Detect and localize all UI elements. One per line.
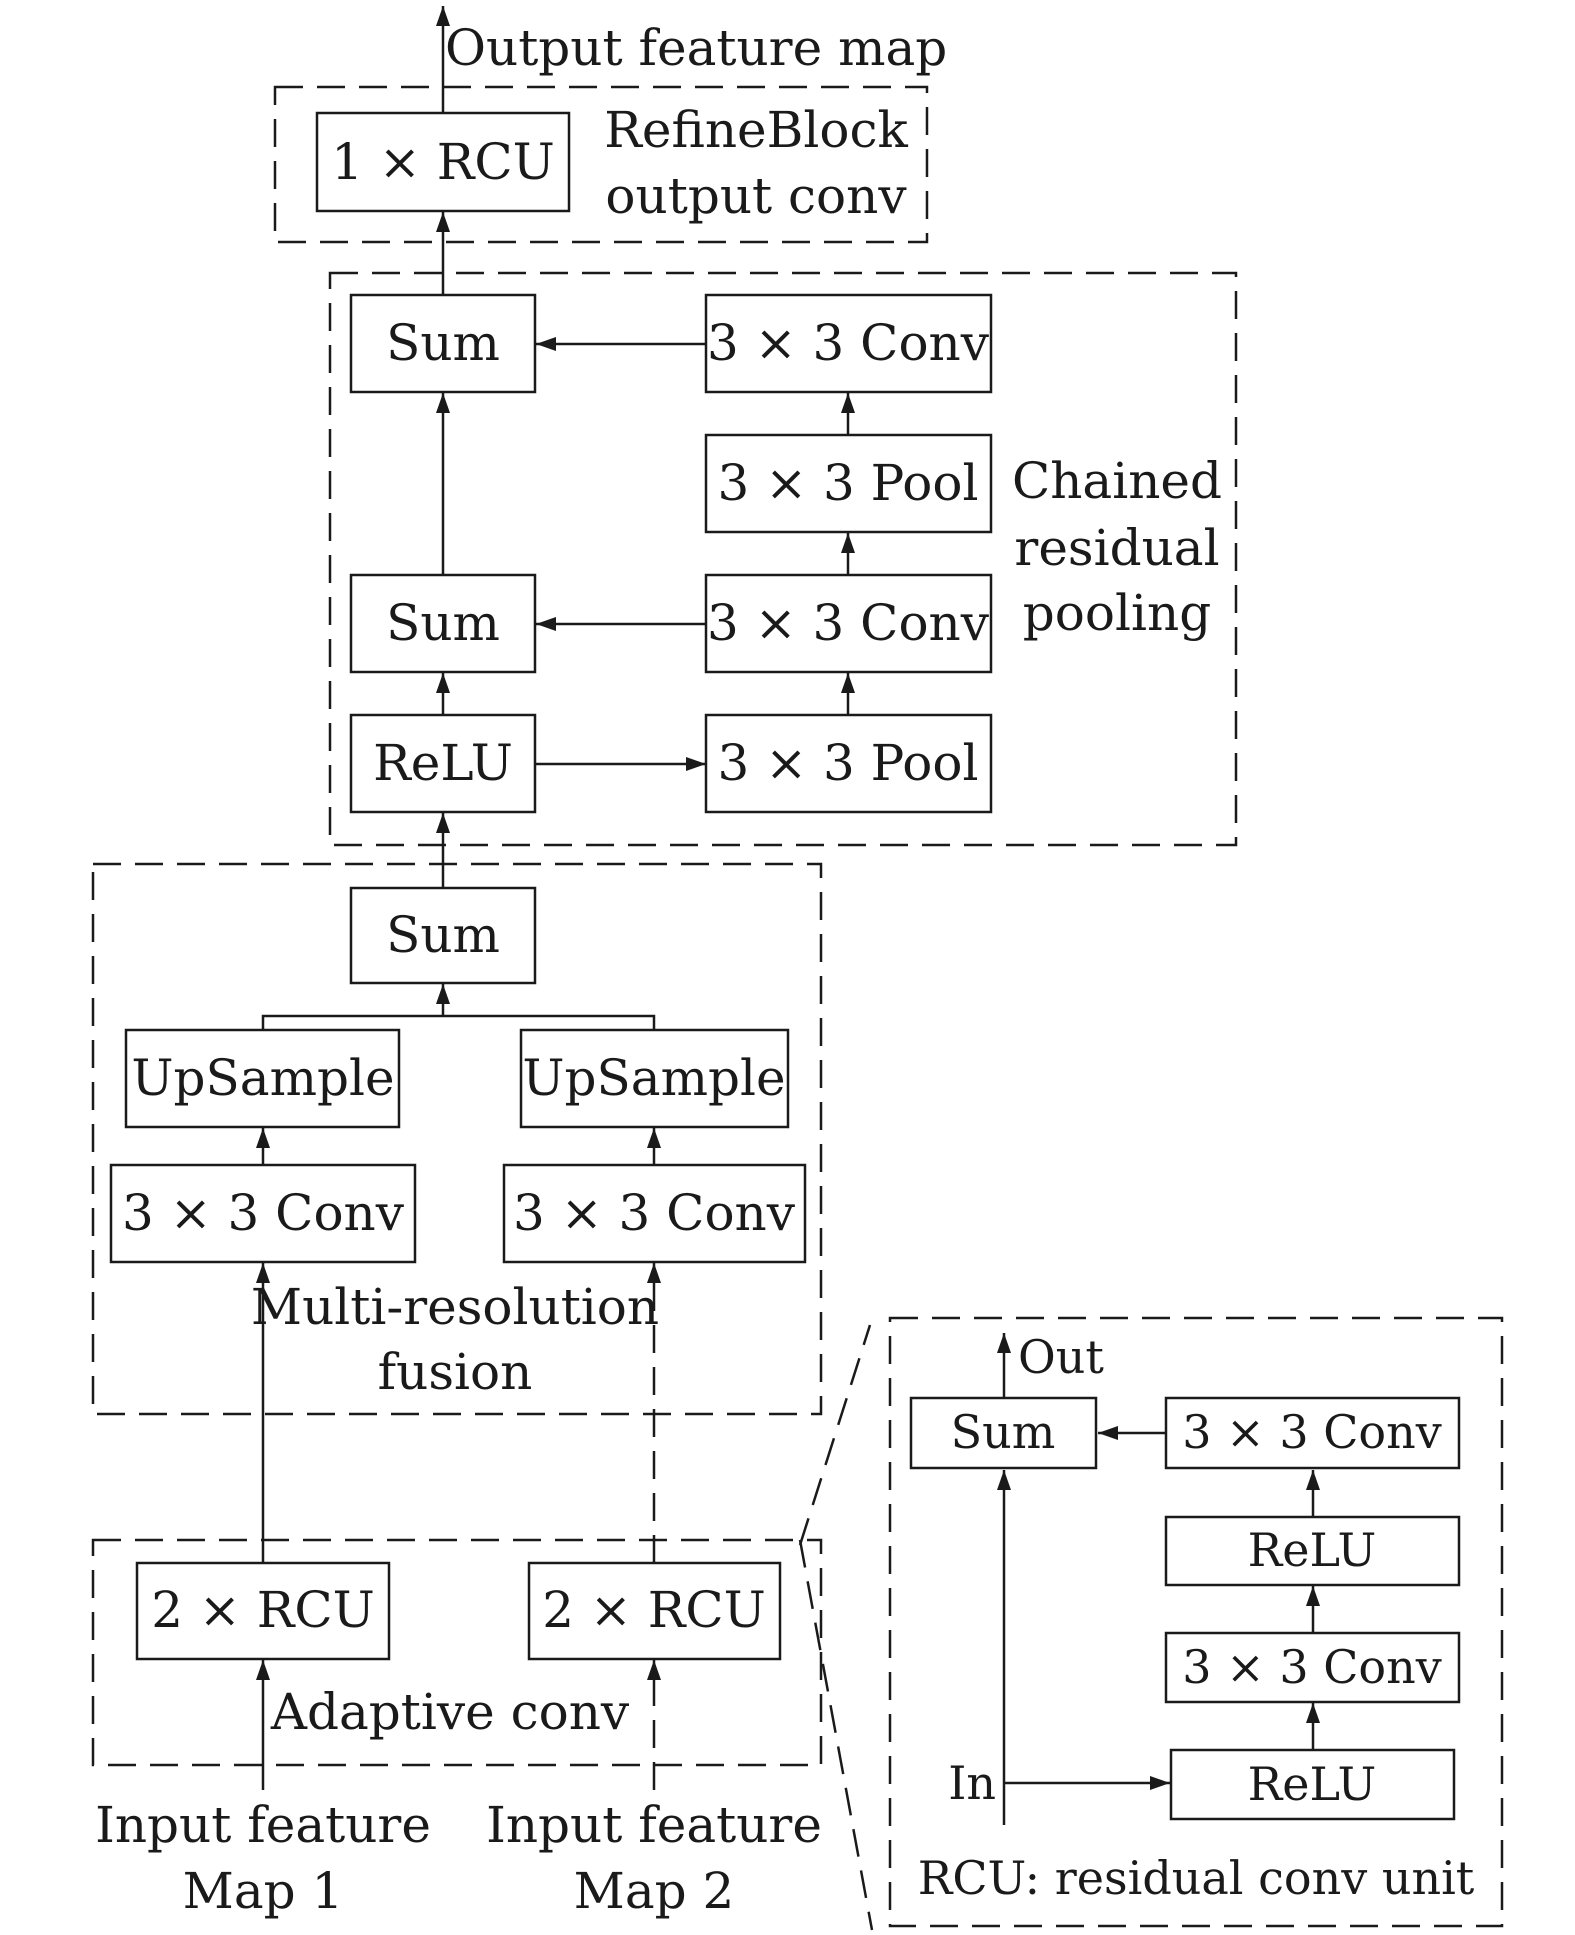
rcu-conv-bottom-box: 3 × 3 Conv [1164,1631,1461,1704]
refine-output-caption-2: output conv [605,167,907,225]
output-feature-map-label: Output feature map [445,19,947,77]
adaptive-rcu-left-box: 2 × RCU [135,1561,391,1661]
fusion-caption-1: Multi-resolution [251,1278,659,1336]
chained-pool-upper-label: 3 × 3 Pool [717,454,978,512]
rcu-out-label: Out [1018,1330,1104,1384]
chained-relu-box: ReLU [349,713,537,814]
connector-upsample-right [443,1014,656,1030]
zoom-line-bottom [798,1539,874,1931]
chained-sum-mid-box: Sum [349,573,537,674]
fusion-conv-right-label: 3 × 3 Conv [513,1184,796,1242]
fusion-upsample-left-label: UpSample [131,1049,394,1107]
fusion-upsample-right-box: UpSample [519,1028,790,1129]
zoom-line-top [798,1324,872,1546]
fusion-conv-left-box: 3 × 3 Conv [109,1163,417,1264]
input-map1-line2: Map 1 [183,1862,344,1920]
rcu-conv-top-label: 3 × 3 Conv [1182,1405,1441,1459]
adaptive-rcu-right-box: 2 × RCU [527,1561,782,1661]
chained-pool-lower-box: 3 × 3 Pool [704,713,993,814]
refine-output-rcu-box: 1 × RCU [315,111,571,213]
chained-caption-2: residual [1014,519,1219,577]
rcu-relu-bottom-label: ReLU [1248,1757,1377,1811]
chained-sum-top-label: Sum [386,314,500,372]
rcu-relu-bottom-box: ReLU [1169,1748,1456,1821]
input-map2-line1: Input feature [486,1796,822,1854]
fusion-sum-box: Sum [349,886,537,985]
chained-pool-lower-label: 3 × 3 Pool [717,734,978,792]
chained-sum-top-box: Sum [349,293,537,394]
fusion-upsample-left-box: UpSample [124,1028,401,1129]
rcu-conv-bottom-label: 3 × 3 Conv [1182,1640,1441,1694]
adaptive-conv-frame [91,1538,823,1767]
adaptive-rcu-left-label: 2 × RCU [151,1581,375,1639]
fusion-conv-left-label: 3 × 3 Conv [122,1184,405,1242]
rcu-relu-top-label: ReLU [1248,1523,1377,1577]
input-map2-line2: Map 2 [574,1862,735,1920]
chained-caption-1: Chained [1012,452,1222,510]
rcu-caption: RCU: residual conv unit [918,1851,1475,1905]
refine-output-rcu-label: 1 × RCU [331,133,555,191]
rcu-sum-box: Sum [909,1396,1098,1470]
chained-relu-label: ReLU [373,734,513,792]
chained-pooling-frame [328,271,1238,847]
rcu-sum-label: Sum [951,1405,1056,1459]
adaptive-rcu-right-label: 2 × RCU [542,1581,766,1639]
input-map1-line1: Input feature [95,1796,431,1854]
rcu-in-label: In [948,1756,996,1810]
refine-output-caption-1: RefineBlock [604,101,908,159]
connector-upsample-left [261,1014,443,1030]
fusion-caption-2: fusion [378,1343,533,1401]
chained-pool-upper-box: 3 × 3 Pool [704,433,993,534]
fusion-frame [91,862,823,1416]
chained-conv-mid-label: 3 × 3 Conv [707,594,990,652]
adaptive-conv-caption: Adaptive conv [270,1683,630,1741]
rcu-relu-top-box: ReLU [1164,1515,1461,1587]
refine-output-frame [273,85,929,244]
rcu-conv-top-box: 3 × 3 Conv [1164,1396,1461,1470]
chained-sum-mid-label: Sum [386,594,500,652]
fusion-upsample-right-label: UpSample [522,1049,785,1107]
chained-conv-mid-box: 3 × 3 Conv [704,573,993,674]
chained-conv-top-box: 3 × 3 Conv [704,293,993,394]
rcu-detail-frame [888,1316,1504,1928]
fusion-sum-label: Sum [386,906,500,964]
chained-conv-top-label: 3 × 3 Conv [707,314,990,372]
chained-caption-3: pooling [1023,584,1211,642]
fusion-conv-right-box: 3 × 3 Conv [502,1163,807,1264]
